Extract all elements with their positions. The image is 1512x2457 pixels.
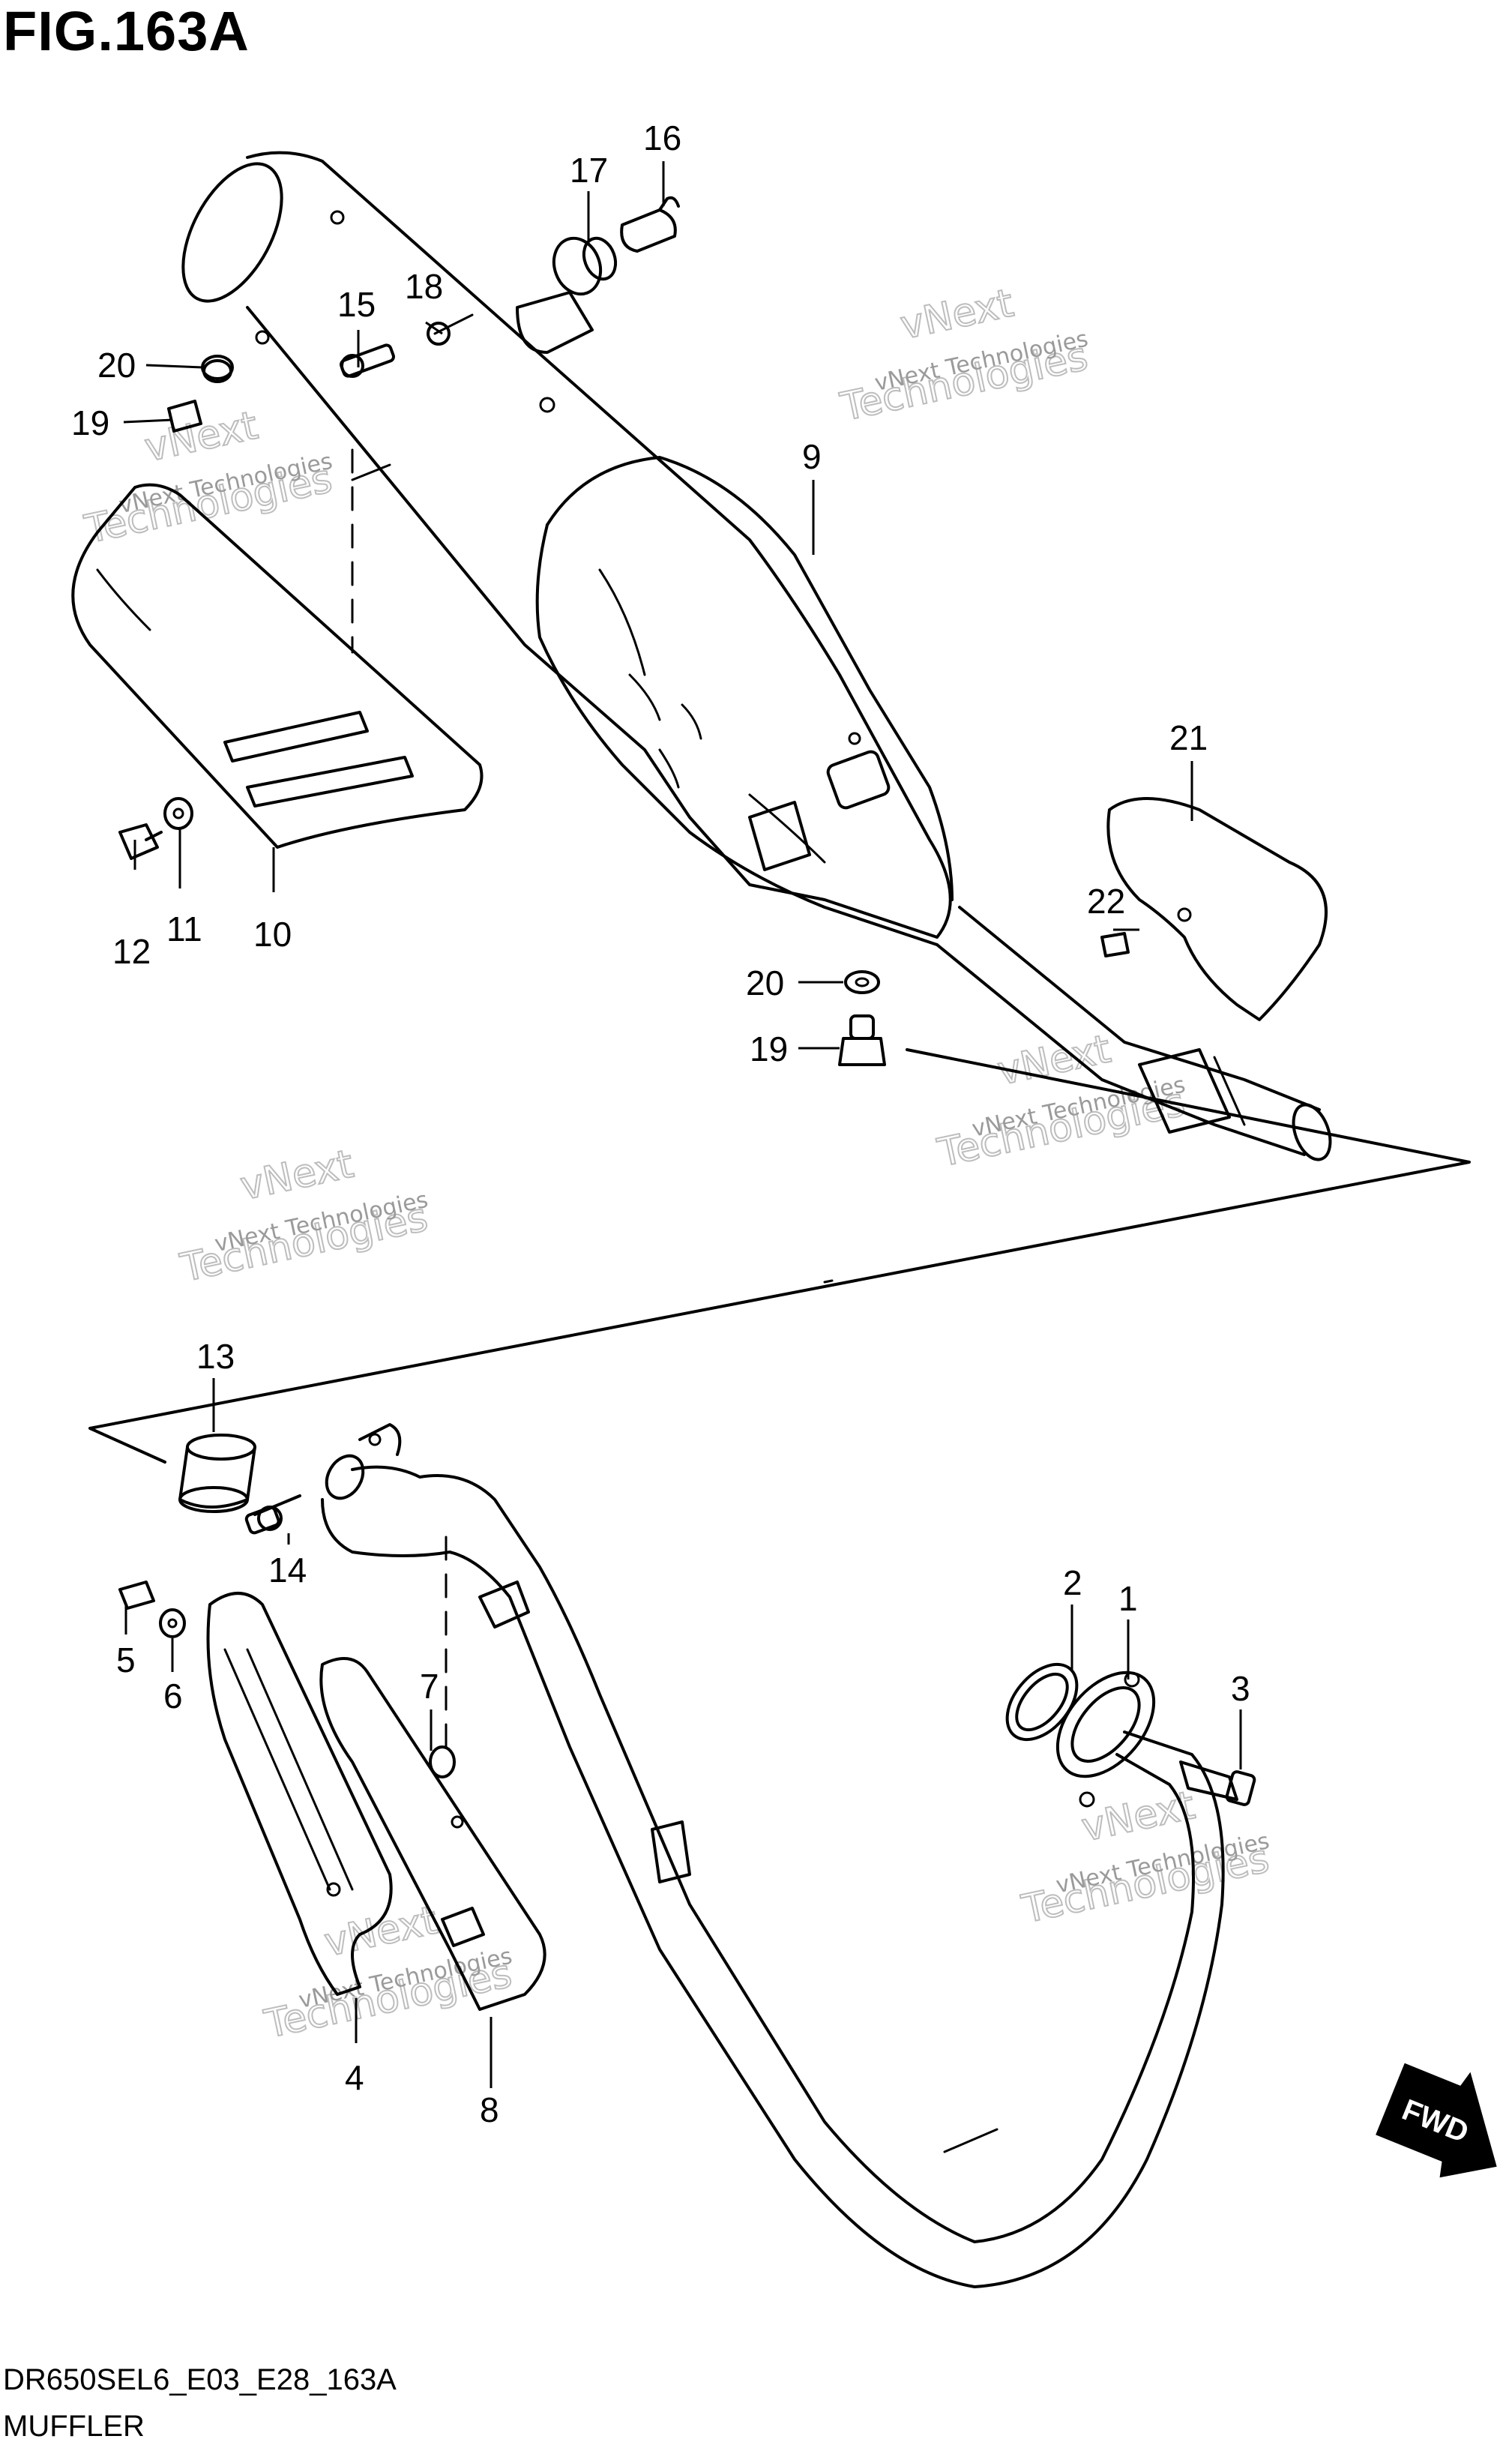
- small-bolts-upper: [118, 797, 193, 860]
- muffler-body: [181, 151, 954, 946]
- watermark-big: vNext: [994, 1026, 1115, 1094]
- callout-3: 3: [1231, 1669, 1250, 1708]
- callout-4: 4: [345, 2058, 364, 2097]
- callout-20: 20: [746, 963, 784, 1002]
- heat-shield-lower: [206, 1592, 546, 2011]
- callout-13: 13: [196, 1337, 235, 1376]
- callout-1: 1: [1118, 1579, 1138, 1618]
- watermark-big: vNext: [141, 403, 262, 471]
- callouts: 16 17 18 15 20 19 9 21 22 20 19 12 11 10…: [71, 118, 1250, 2129]
- callout-6: 6: [163, 1676, 183, 1715]
- callout-14: 14: [268, 1551, 307, 1590]
- callout-18: 18: [405, 267, 443, 306]
- callout-17: 17: [570, 151, 608, 190]
- callout-19: 19: [71, 403, 109, 442]
- callout-5: 5: [116, 1640, 136, 1679]
- callout-12: 12: [112, 932, 151, 971]
- callout-15: 15: [337, 285, 376, 324]
- watermarks: vNext Technologies vNext Technologies vN…: [80, 280, 1274, 2048]
- diagram-code: DR650SEL6_E03_E28_163A: [3, 2363, 397, 2396]
- diagram-name: MUFFLER: [3, 2410, 145, 2443]
- watermark-big: vNext: [237, 1142, 358, 1209]
- bracket-21: [1100, 797, 1328, 1021]
- watermark-big: vNext: [321, 1898, 442, 1965]
- callout-9: 9: [802, 437, 822, 476]
- clamp-13: [178, 1434, 301, 1535]
- figure-title: FIG.163A: [3, 0, 250, 62]
- callout-11: 11: [166, 909, 202, 948]
- tail-pipe: [936, 906, 1332, 1161]
- heat-shield-upper: [71, 448, 484, 849]
- callout-8: 8: [480, 2090, 499, 2129]
- callout-22: 22: [1087, 882, 1125, 921]
- callout-10: 10: [253, 915, 292, 954]
- watermark-big: vNext: [1078, 1783, 1199, 1850]
- fwd-arrow-icon: FWD: [1376, 2063, 1497, 2178]
- callout-7: 7: [420, 1667, 439, 1706]
- callout-2: 2: [1063, 1563, 1082, 1602]
- leader-lines: [123, 161, 1242, 2088]
- callout-16: 16: [643, 118, 681, 157]
- section-divider: [88, 1048, 1471, 1464]
- watermark-big: vNext: [897, 281, 1017, 349]
- muffler-mount-bolts: [167, 196, 680, 433]
- callout-21: 21: [1169, 718, 1208, 757]
- callout-19: 19: [750, 1029, 788, 1068]
- callout-20: 20: [97, 346, 136, 385]
- small-bolts-lower: [118, 1536, 456, 1778]
- exhaust-pipe: [321, 1423, 1256, 2288]
